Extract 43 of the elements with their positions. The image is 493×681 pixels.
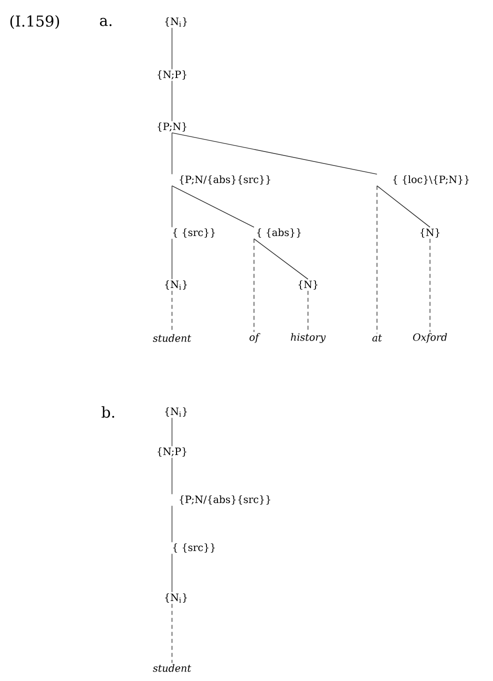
tree-line: [171, 458, 173, 494]
category-label: {P;N/{abs}{src}}: [180, 495, 270, 505]
tree-line: [171, 238, 173, 280]
tree-line: [376, 185, 430, 228]
category-label: {N}: [298, 280, 318, 290]
tree-line: [254, 238, 308, 280]
category-label: {N$_{i}$}: [165, 280, 187, 290]
tree-line: [171, 418, 173, 446]
category-label: {N$_{i}$}: [165, 17, 187, 27]
category-label: { {abs}}: [257, 228, 301, 238]
example-label: b.: [102, 406, 114, 418]
dashed-line: [171, 290, 173, 333]
category-label: { {src}}: [173, 228, 215, 238]
word: history: [290, 333, 326, 343]
category-label: { {src}}: [173, 543, 215, 553]
category-label: {P;N/{abs}{src}}: [180, 175, 270, 185]
tree-line: [171, 554, 173, 592]
word: at: [372, 334, 382, 342]
category-label: {N;P}: [158, 447, 186, 457]
tree-line: [171, 132, 173, 174]
example-label: a.: [100, 18, 112, 26]
tree-line: [171, 80, 173, 122]
category-label: {P;N}: [158, 122, 186, 132]
tree-line: [172, 132, 378, 175]
category-label: {N;P}: [158, 70, 186, 80]
category-label: {N$_{i}$}: [165, 593, 187, 603]
word: of: [250, 333, 260, 343]
tree-line: [171, 186, 173, 228]
category-label: {N}: [420, 228, 440, 238]
example-label: (I.159): [10, 15, 60, 29]
dashed-line: [307, 290, 309, 332]
tree-line: [171, 28, 173, 70]
word: student: [152, 664, 192, 672]
word: student: [152, 334, 192, 342]
category-label: { {loc}\{P;N}}: [393, 175, 469, 185]
category-label: {N$_{i}$}: [165, 407, 187, 417]
dashed-line: [429, 238, 431, 332]
dashed-line: [376, 186, 378, 334]
dashed-line: [253, 238, 255, 332]
word: Oxford: [413, 333, 447, 343]
tree-line: [171, 506, 173, 542]
dashed-line: [171, 604, 173, 663]
tree-line: [172, 185, 254, 228]
